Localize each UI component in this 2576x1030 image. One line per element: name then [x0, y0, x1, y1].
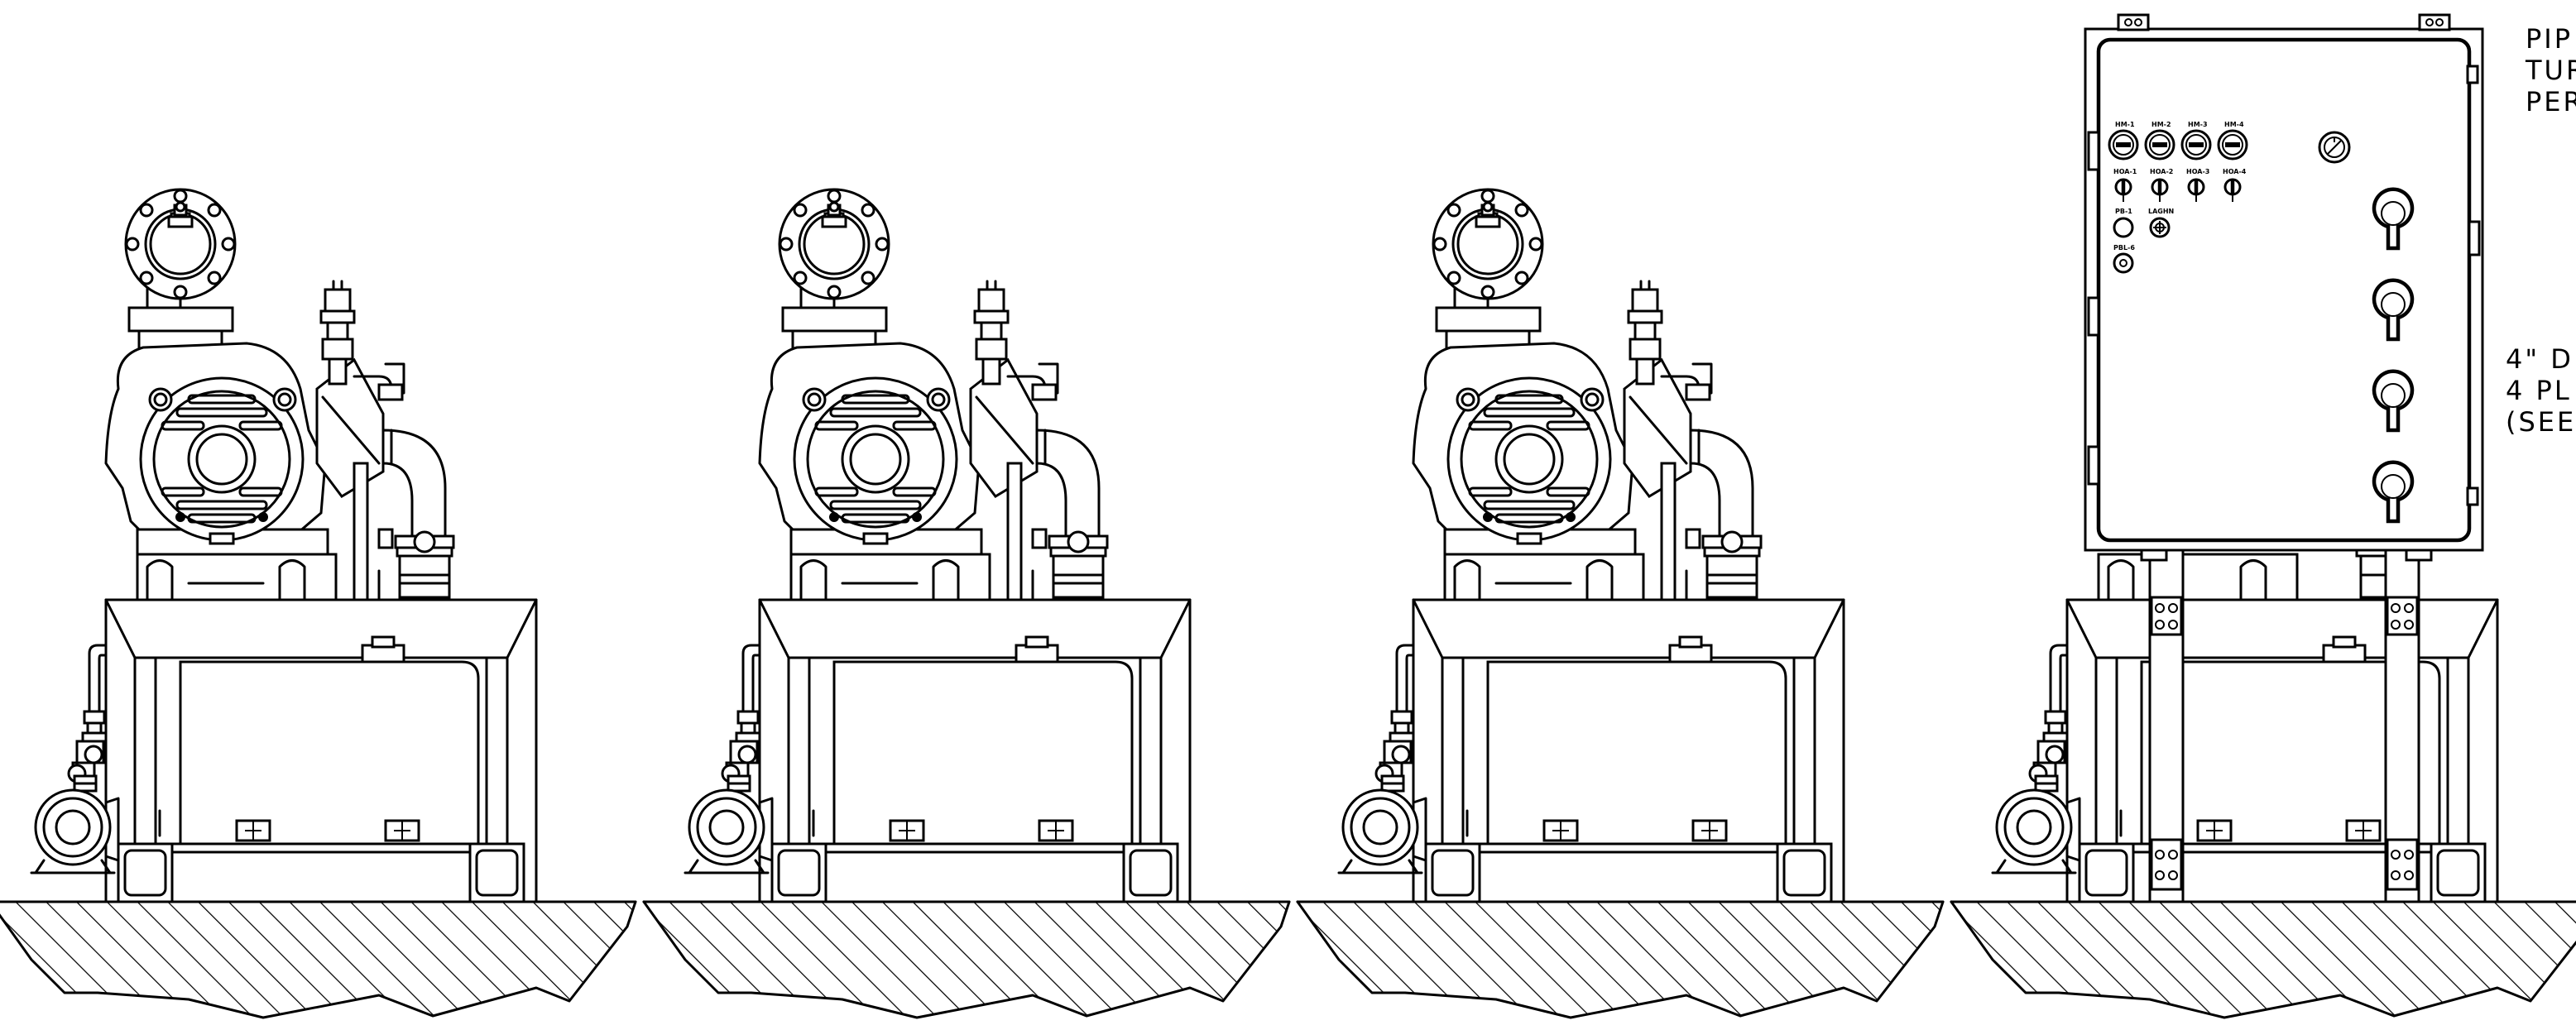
- pump-unit-2: [644, 189, 1289, 1018]
- hour-meter-3: [2180, 129, 2212, 160]
- hoa-1-label: HOA-1: [2113, 168, 2137, 175]
- disconnect-handle-3: [2372, 369, 2415, 433]
- note-mid-line-1: 4" D: [2506, 343, 2574, 375]
- hoa-switch-1: [2114, 178, 2132, 202]
- hoa-switch-3: [2187, 178, 2205, 202]
- pilot-light: [2113, 252, 2134, 274]
- lag-selector: [2149, 217, 2171, 238]
- note-top-line-2: TUR: [2525, 55, 2576, 86]
- hm-2-label: HM-2: [2151, 121, 2171, 128]
- hour-meter-2: [2144, 129, 2175, 160]
- hoa-switch-group: HOA-1 HOA-2 HOA-3 HOA-4: [2113, 168, 2247, 202]
- hoa-2-label: HOA-2: [2150, 168, 2173, 175]
- laghn-label: LAGHN: [2148, 208, 2174, 215]
- hoa-switch-2: [2151, 178, 2169, 202]
- disconnect-handle-1: [2372, 187, 2415, 251]
- hm-4-label: HM-4: [2224, 121, 2244, 128]
- notes-middle: 4" D 4 PL (SEE: [2506, 343, 2576, 438]
- disconnect-handle-2: [2372, 278, 2415, 342]
- hour-meter-group: HM-1 HM-2 HM-3 HM-4: [2108, 121, 2248, 160]
- hoa-4-label: HOA-4: [2223, 168, 2247, 175]
- push-button-1: [2113, 217, 2134, 238]
- note-mid-line-2: 4 PL: [2506, 375, 2572, 406]
- notes-top: PIP TUR PER: [2525, 23, 2576, 117]
- pbl-6-label: PBL-6: [2113, 244, 2135, 252]
- note-top-line-3: PER: [2526, 86, 2576, 117]
- hm-1-label: HM-1: [2115, 121, 2135, 128]
- note-mid-line-3: (SEE: [2506, 406, 2576, 438]
- hour-meter-4: [2217, 129, 2248, 160]
- pb-1-label: PB-1: [2115, 208, 2132, 215]
- hoa-3-label: HOA-3: [2186, 168, 2209, 175]
- note-top-line-1: PIP: [2526, 23, 2573, 55]
- pump-unit-4-with-panel: HM-1 HM-2 HM-3 HM-4 HOA-1 HOA-2 HOA-3 HO…: [1951, 13, 2576, 1018]
- hoa-switch-4: [2223, 178, 2242, 202]
- pressure-gauge: [2318, 131, 2351, 164]
- pump-unit-1: [0, 189, 636, 1018]
- pump-unit-3: [1298, 189, 1943, 1018]
- panel-stand: [2148, 540, 2420, 903]
- disconnect-handle-4: [2372, 460, 2415, 524]
- hour-meter-1: [2108, 129, 2139, 160]
- hm-3-label: HM-3: [2188, 121, 2208, 128]
- control-panel-enclosure: HM-1 HM-2 HM-3 HM-4 HOA-1 HOA-2 HOA-3 HO…: [2084, 13, 2484, 562]
